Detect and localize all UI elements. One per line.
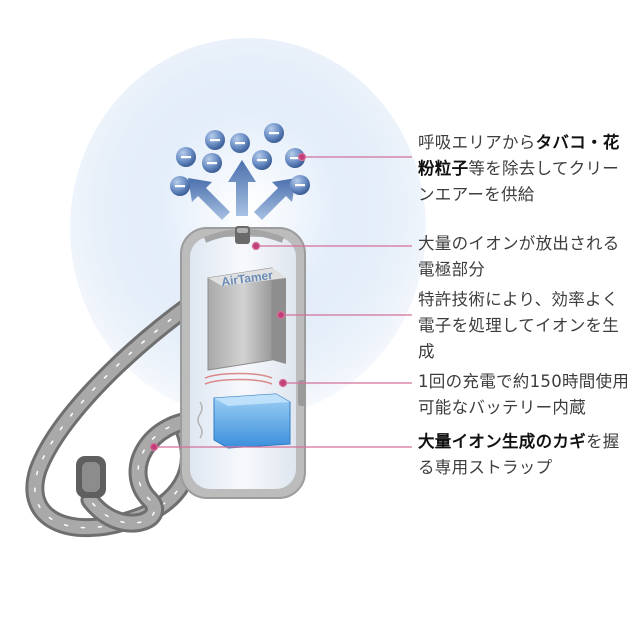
callout-patented-tech: 特許技術により、効率よく電子を処理してイオンを生成 <box>418 287 630 365</box>
callout-strap-post: を握る専用ストラップ <box>418 432 620 477</box>
callout-patented-tech-text: 特許技術により、効率よく電子を処理してイオンを生成 <box>418 290 620 361</box>
callout-strap: 大量イオン生成のカギを握る専用ストラップ <box>418 429 630 481</box>
callout-electrode: 大量のイオンが放出される電極部分 <box>418 231 630 283</box>
negative-ion-sphere-icon <box>176 147 196 167</box>
electrode-tip <box>235 226 250 244</box>
strap-stopper <box>76 456 106 498</box>
negative-ion-sphere-icon <box>290 175 310 195</box>
negative-ions <box>170 123 310 196</box>
callout-battery-text: 1回の充電で約150時間使用可能なバッテリー内蔵 <box>418 372 630 417</box>
negative-ion-sphere-icon <box>170 176 190 196</box>
callout-electrode-text: 大量のイオンが放出される電極部分 <box>418 234 620 279</box>
negative-ion-sphere-icon <box>205 130 225 150</box>
ion-flow-arrow-icon <box>254 178 296 220</box>
ion-flow-arrows <box>188 160 296 220</box>
ion-flow-arrow-icon <box>228 160 256 216</box>
negative-ion-sphere-icon <box>202 153 222 173</box>
circuit-coil <box>197 372 273 439</box>
callout-air-cleaning-bold-1: タバコ・ <box>535 133 603 152</box>
negative-ion-sphere-icon <box>264 123 284 143</box>
battery-pack <box>213 393 291 449</box>
callout-leader-lines <box>149 152 412 452</box>
callout-air-cleaning: 呼吸エリアからタバコ・花粉粒子等を除去してクリーンエアーを供給 <box>418 130 630 208</box>
callout-battery: 1回の充電で約150時間使用可能なバッテリー内蔵 <box>418 369 630 421</box>
negative-ion-sphere-icon <box>230 133 250 153</box>
callout-air-cleaning-bold-2: 花粉粒子 <box>418 133 620 178</box>
callout-air-cleaning-pre: 呼吸エリアから <box>418 133 536 152</box>
negative-ion-sphere-icon <box>285 148 305 168</box>
negative-ion-sphere-icon <box>252 150 272 170</box>
ion-flow-arrow-icon <box>188 178 230 220</box>
callout-air-cleaning-post: 等を除去してクリーンエアーを供給 <box>418 159 620 204</box>
callout-strap-bold: 大量イオン生成のカギ <box>418 432 586 451</box>
